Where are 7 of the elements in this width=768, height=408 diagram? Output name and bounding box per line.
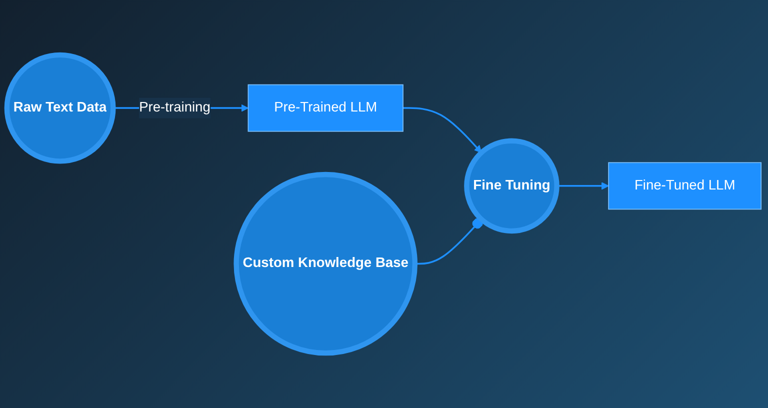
edge-label: Pre-training	[139, 100, 210, 115]
node-circle: Custom Knowledge Base	[234, 172, 418, 356]
node-box: Fine-Tuned LLM	[608, 162, 762, 210]
node-circle: Raw Text Data	[4, 52, 116, 164]
arrow	[403, 107, 482, 153]
node-box: Pre-Trained LLM	[248, 84, 404, 132]
node-circle: Fine Tuning	[464, 138, 560, 234]
